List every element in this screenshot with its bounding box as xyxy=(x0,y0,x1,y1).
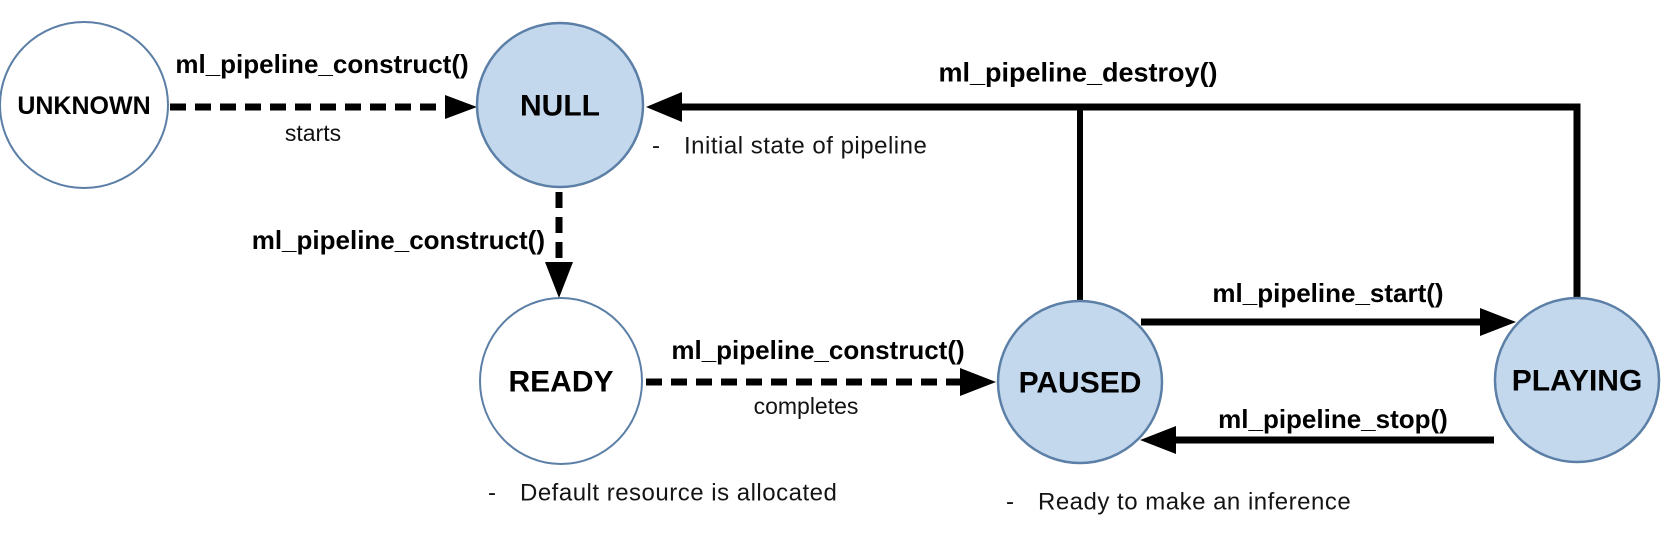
destroy-edge-line xyxy=(678,103,1581,300)
state-circle-ready xyxy=(479,297,643,465)
state-circle-paused xyxy=(996,299,1164,465)
state-circle-playing xyxy=(1493,296,1661,464)
state-playing: PLAYING xyxy=(1493,296,1661,464)
note-paused-text: Ready to make an inference xyxy=(1038,488,1351,515)
transition-label-stop: ml_pipeline_stop() xyxy=(1218,404,1448,434)
state-null: NULL xyxy=(475,21,645,189)
transition-playing-to-paused: ml_pipeline_stop() xyxy=(1140,404,1494,454)
state-label-paused: PAUSED xyxy=(1019,367,1142,400)
transition-label-construct-starts: ml_pipeline_construct() xyxy=(175,49,468,79)
note-paused: - Ready to make an inference xyxy=(1006,488,1351,515)
state-unknown: UNKNOWN xyxy=(0,21,169,189)
transition-sublabel-starts: starts xyxy=(285,120,341,146)
note-ready-text: Default resource is allocated xyxy=(520,479,837,506)
transition-sublabel-completes: completes xyxy=(754,393,859,419)
transition-label-construct-vertical: ml_pipeline_construct() xyxy=(252,225,545,255)
state-ready: READY xyxy=(479,297,643,465)
transition-destroy-to-null: ml_pipeline_destroy() xyxy=(646,57,1581,303)
state-label-null: NULL xyxy=(520,90,600,123)
note-paused-bullet: - xyxy=(1006,488,1015,515)
state-label-unknown: UNKNOWN xyxy=(17,92,150,120)
state-circle-unknown xyxy=(0,21,169,189)
note-ready-bullet: - xyxy=(488,479,497,506)
transition-paused-to-playing: ml_pipeline_start() xyxy=(1141,278,1516,336)
arrowhead-into-null-dashed xyxy=(445,95,477,119)
transition-unknown-to-null: ml_pipeline_construct() starts xyxy=(170,49,477,146)
state-paused: PAUSED xyxy=(996,299,1164,465)
transition-null-to-ready: ml_pipeline_construct() xyxy=(252,192,573,298)
note-ready: - Default resource is allocated xyxy=(488,479,837,506)
state-circle-null xyxy=(475,21,645,189)
transition-ready-to-paused: ml_pipeline_construct() completes xyxy=(646,335,996,419)
transition-label-construct-completes: ml_pipeline_construct() xyxy=(671,335,964,365)
arrowhead-into-paused-solid xyxy=(1140,426,1176,454)
state-label-playing: PLAYING xyxy=(1512,365,1643,398)
note-null-text: Initial state of pipeline xyxy=(684,132,927,159)
arrowhead-into-null xyxy=(646,92,682,122)
arrowhead-into-playing xyxy=(1480,308,1516,336)
note-null-bullet: - xyxy=(652,132,661,159)
note-null: - Initial state of pipeline xyxy=(652,132,927,159)
transition-label-start: ml_pipeline_start() xyxy=(1212,278,1443,308)
arrowhead-into-ready xyxy=(545,262,573,298)
transition-label-destroy: ml_pipeline_destroy() xyxy=(938,57,1217,87)
state-label-ready: READY xyxy=(508,366,613,399)
arrowhead-into-paused-dashed xyxy=(960,368,996,396)
